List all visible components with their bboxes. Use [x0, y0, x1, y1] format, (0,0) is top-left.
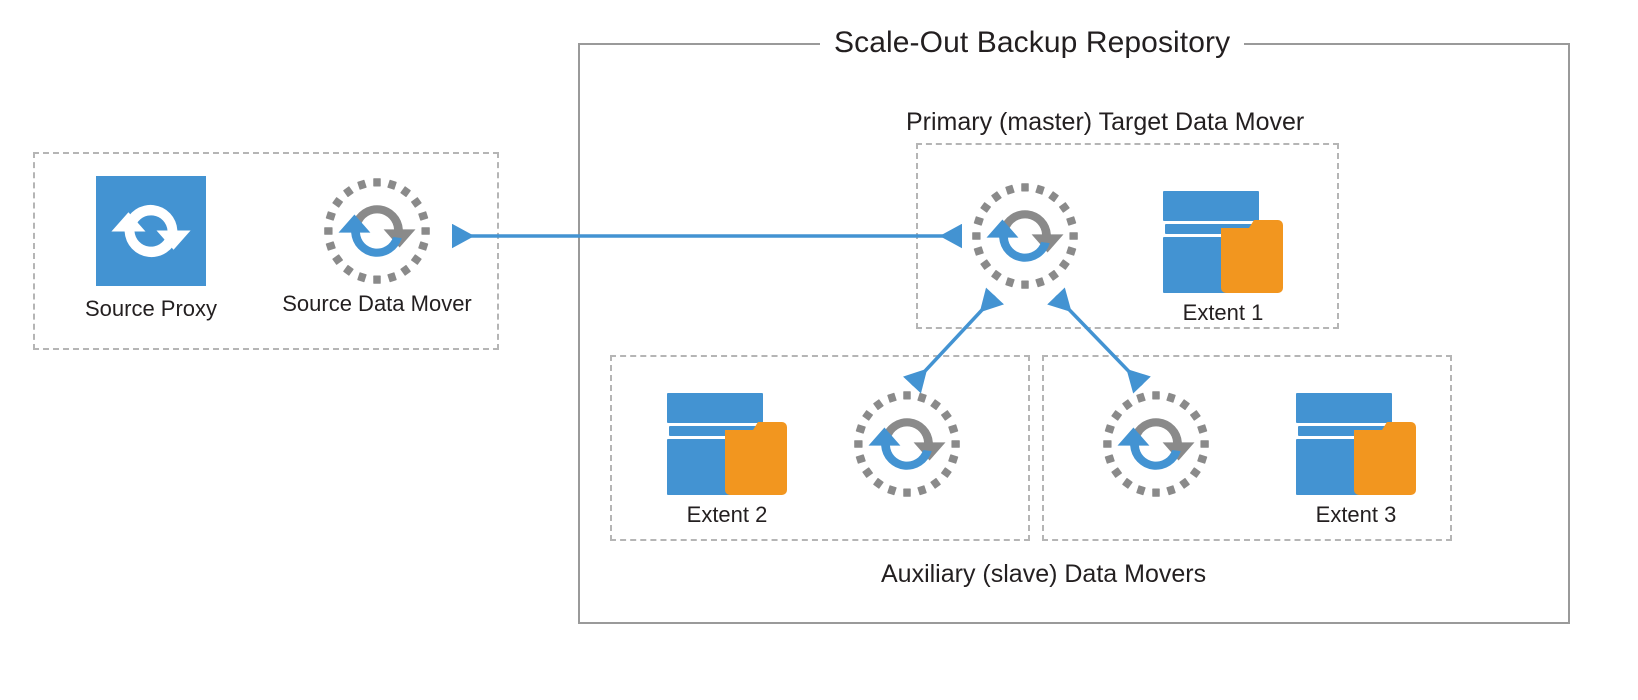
refresh-tile-icon — [96, 176, 206, 286]
data-mover-icon — [970, 181, 1080, 291]
extent3-group-box — [1042, 355, 1452, 541]
node-aux-data-mover-2[interactable] — [852, 389, 962, 499]
node-extent-3[interactable]: Extent 3 — [1288, 391, 1424, 527]
source-proxy-label: Source Proxy — [84, 296, 218, 321]
extent-3-label: Extent 3 — [1315, 502, 1397, 527]
scale-out-backup-repository-title: Scale-Out Backup Repository — [820, 21, 1245, 65]
node-primary-data-mover[interactable] — [970, 181, 1080, 291]
data-mover-icon — [322, 176, 432, 286]
primary-data-mover-caption: Primary (master) Target Data Mover — [906, 108, 1305, 136]
extent-storage-icon — [665, 391, 789, 497]
data-mover-icon — [852, 389, 962, 499]
node-source-proxy[interactable]: Source Proxy — [40, 176, 262, 321]
node-extent-2[interactable]: Extent 2 — [659, 391, 795, 527]
source-data-mover-label: Source Data Mover — [282, 291, 472, 316]
extent-storage-icon — [1294, 391, 1418, 497]
node-source-data-mover[interactable]: Source Data Mover — [266, 176, 488, 316]
extent-2-label: Extent 2 — [686, 502, 768, 527]
extent-1-label: Extent 1 — [1182, 300, 1264, 325]
source-group-box — [33, 152, 499, 350]
node-aux-data-mover-3[interactable] — [1101, 389, 1211, 499]
auxiliary-data-movers-caption: Auxiliary (slave) Data Movers — [881, 560, 1207, 588]
extent-storage-icon — [1161, 189, 1285, 295]
data-mover-icon — [1101, 389, 1211, 499]
node-extent-1[interactable]: Extent 1 — [1155, 189, 1291, 325]
extent2-group-box — [610, 355, 1030, 541]
